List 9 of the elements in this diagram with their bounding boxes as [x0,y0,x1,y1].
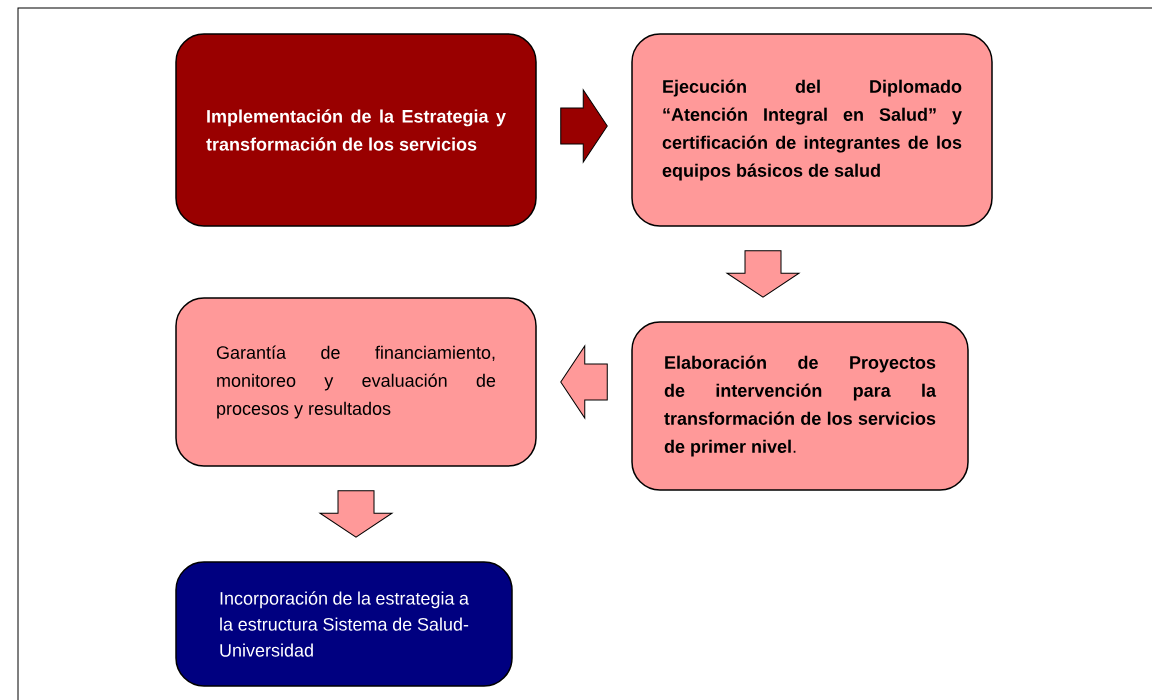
block-arrow [560,345,608,419]
block-arrow [319,490,393,538]
process-box: Implementación de la Estrategia y transformación de los servicios [175,33,537,227]
block-arrow [560,89,608,163]
block-arrow [726,250,800,298]
process-box: Garantía de financiamiento, monitoreo y evaluación de procesos y resultados [175,297,537,467]
process-box: Incorporación de la estrategia a la estructura Sistema de Salud-Universidad [175,561,513,687]
process-box: Elaboración de Proyectos de intervención para la transformación de los servicios de primer nivel. [631,321,969,491]
process-box: Ejecución del Diplomado “Atención Integral en Salud” y certificación de integrantes de los equipos básicos de salud [631,33,993,227]
